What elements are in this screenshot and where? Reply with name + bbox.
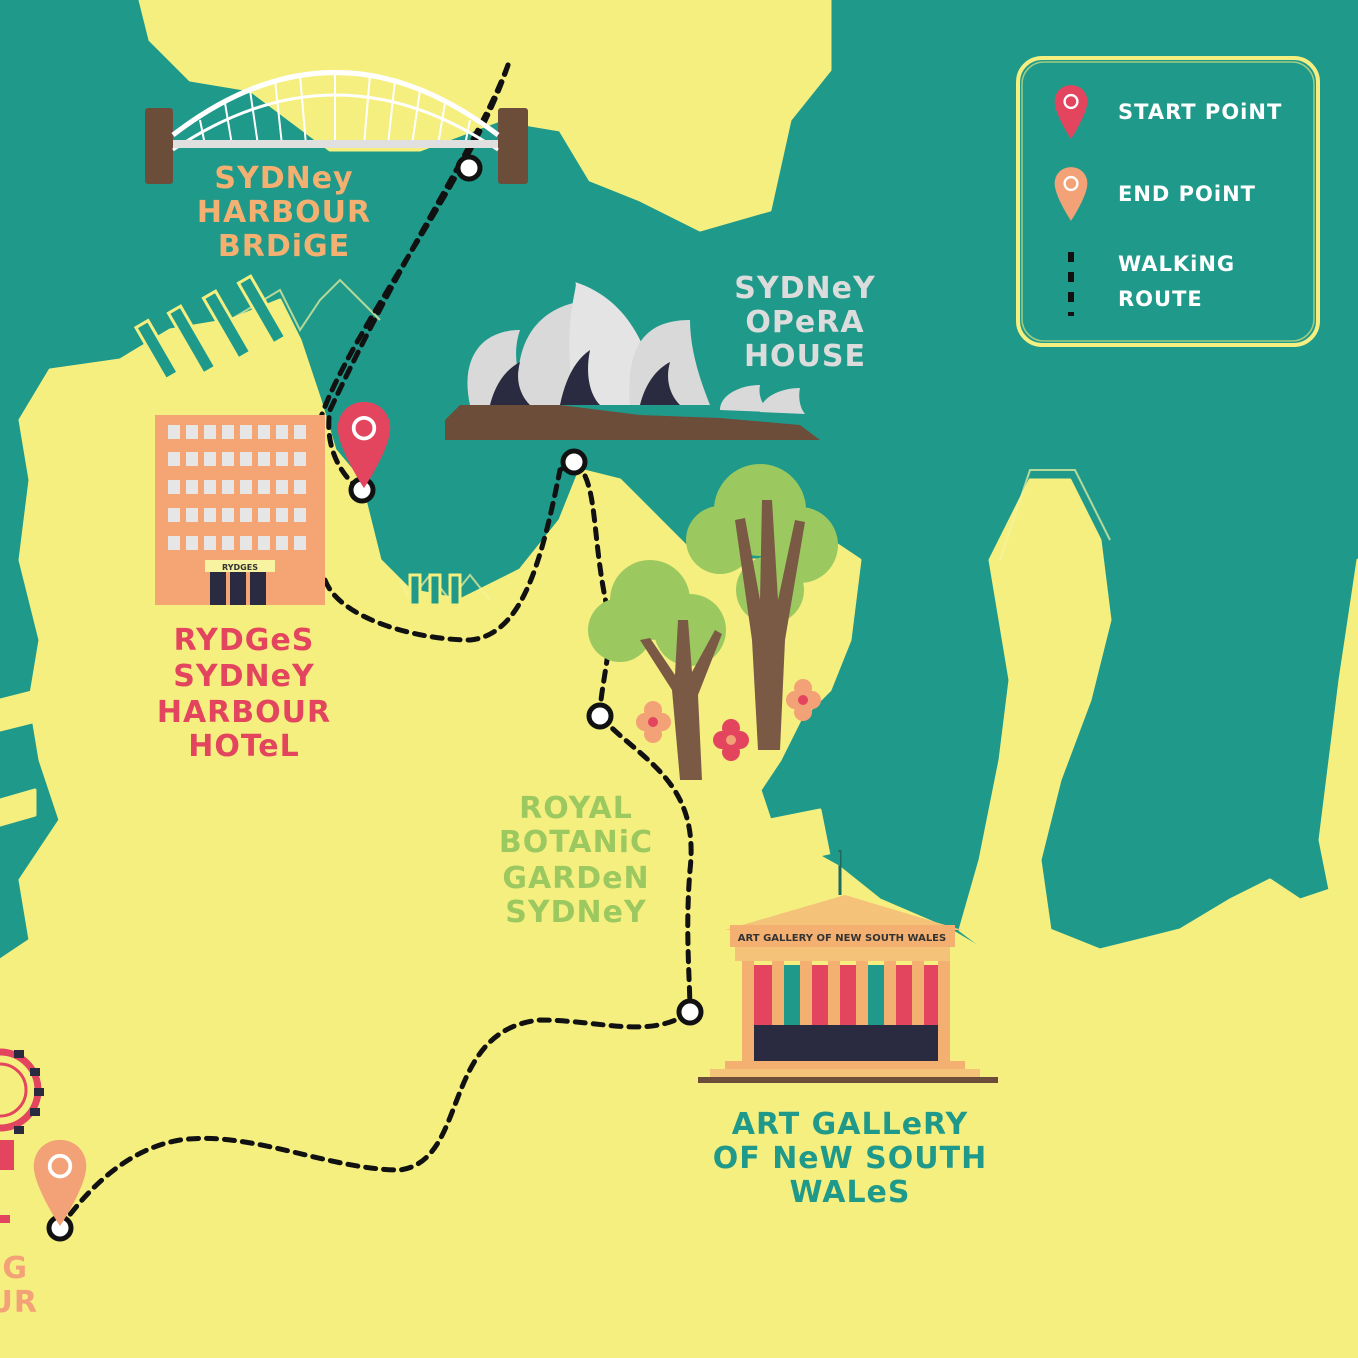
trees-icon <box>588 464 838 780</box>
harbour-bridge-icon <box>145 70 528 184</box>
opera-label-line2: OPeRA <box>745 305 864 340</box>
garden-label-line3: GARDeN <box>502 861 649 896</box>
route-hotel-to-opera <box>322 459 577 643</box>
garden-label: ROYAL BOTANiC GARDeN SYDNeY <box>499 791 653 930</box>
stop-opera <box>560 448 588 476</box>
route-bridge-loop <box>317 62 511 423</box>
darling-label-line1: G <box>2 1251 28 1286</box>
legend-walk-label-line2: ROUTE <box>1118 287 1203 311</box>
darling-label: G UR <box>0 1251 38 1320</box>
stop-bridge <box>455 154 483 182</box>
legend-end-label: END POiNT <box>1118 182 1256 206</box>
legend-walk-label-line1: WALKiNG <box>1118 252 1235 276</box>
gallery-label: ART GALLeRY OF NeW SOUTH WALeS <box>713 1107 987 1210</box>
stop-garden <box>586 702 614 730</box>
garden-label-line4: SYDNeY <box>505 895 647 930</box>
opera-label-line1: SYDNeY <box>734 271 876 306</box>
hotel-label-line4: HOTeL <box>188 729 300 764</box>
hotel-label-line3: HARBOUR <box>157 695 331 730</box>
bridge-label-line1: SYDNey <box>214 161 353 196</box>
hotel-label-line1: RYDGeS <box>174 623 315 658</box>
garden-label-line2: BOTANiC <box>499 825 653 860</box>
ferris-wheel-icon <box>0 1048 44 1223</box>
route-gallery-to-end <box>57 1009 693 1231</box>
garden-label-line1: ROYAL <box>519 791 633 826</box>
hotel-building-icon: RYDGES <box>155 415 325 605</box>
bridge-label-line3: BRDiGE <box>218 229 350 264</box>
hotel-label: RYDGeS SYDNeY HARBOUR HOTeL <box>157 623 331 764</box>
hotel-label-line2: SYDNeY <box>173 659 315 694</box>
legend: START POiNT END POiNT WALKiNG ROUTE <box>1016 56 1320 347</box>
gallery-label-line1: ART GALLeRY <box>732 1107 969 1142</box>
gallery-label-line2: OF NeW SOUTH <box>713 1141 987 1176</box>
gallery-label-line3: WALeS <box>789 1175 910 1210</box>
opera-label-line3: HOUSE <box>744 339 866 374</box>
legend-start-label: START POiNT <box>1118 100 1282 124</box>
darling-label-line2: UR <box>0 1285 38 1320</box>
route-stops <box>46 154 704 1242</box>
opera-house-icon <box>445 282 820 440</box>
route-garden-to-gallery <box>597 713 694 1015</box>
bridge-label-line2: HARBOUR <box>197 195 371 230</box>
bridge-label: SYDNey HARBOUR BRDiGE <box>197 161 371 264</box>
wharf-fingers <box>133 274 462 607</box>
stop-gallery <box>676 998 704 1026</box>
opera-label: SYDNeY OPeRA HOUSE <box>734 271 876 374</box>
art-gallery-icon: ART GALLERY OF NEW SOUTH WALES <box>698 850 998 1083</box>
flowers-icon <box>636 679 821 761</box>
hotel-sign: RYDGES <box>222 563 258 572</box>
gallery-sign: ART GALLERY OF NEW SOUTH WALES <box>738 933 946 944</box>
